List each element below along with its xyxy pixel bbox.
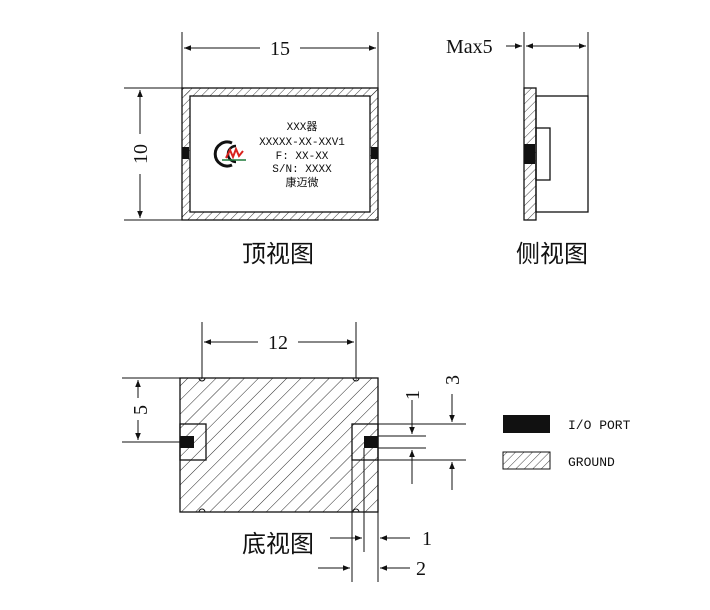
ground-swatch-border xyxy=(502,451,551,470)
port-size-dim: 1 xyxy=(402,390,424,400)
edge-dim-1: 1 xyxy=(422,528,432,550)
corner-notch xyxy=(352,508,360,513)
label-line-5: 康迈微 xyxy=(286,175,319,190)
label-line-2: XXXXX-XX-XXV1 xyxy=(259,137,345,149)
legend-io-port: I/O PORT xyxy=(568,418,631,433)
top-height-dim: 10 xyxy=(130,144,152,164)
top-right-port xyxy=(371,147,378,159)
cover-plate xyxy=(189,95,371,213)
bottom-height-dim: 5 xyxy=(130,405,152,415)
company-logo-icon xyxy=(213,140,246,168)
bottom-wall-hatch xyxy=(182,212,378,220)
legend: I/O PORT GROUND xyxy=(502,415,631,470)
port-window-dim: 3 xyxy=(442,375,464,385)
top-wall-hatch xyxy=(182,88,378,96)
side-view-caption: 侧视图 xyxy=(516,240,588,268)
ground-plane-hatch xyxy=(180,378,378,512)
side-view: Max5 侧视图 xyxy=(446,32,589,268)
label-line-1: XXX器 xyxy=(287,120,318,134)
bottom-view-caption: 底视图 xyxy=(242,530,314,558)
corner-notch xyxy=(352,377,360,382)
side-boss xyxy=(535,127,551,181)
top-view-caption: 顶视图 xyxy=(242,240,314,268)
bottom-view: 12 5 1 3 1 2 底视图 xyxy=(122,322,466,582)
bottom-width-dim: 12 xyxy=(268,332,288,354)
side-thickness-dim: Max5 xyxy=(446,36,493,58)
top-view: XXX器 XXXXX-XX-XXV1 F: XX-XX S/N: XXXX 康迈… xyxy=(124,32,379,268)
side-body xyxy=(535,95,589,213)
ground-swatch xyxy=(503,452,550,469)
label-line-3: F: XX-XX xyxy=(276,151,329,163)
left-io-port xyxy=(180,436,194,448)
io-port-swatch xyxy=(503,415,550,433)
side-port xyxy=(524,144,535,164)
top-width-dim: 15 xyxy=(270,38,290,60)
corner-notch xyxy=(198,377,206,382)
edge-dim-2: 2 xyxy=(416,558,426,580)
label-line-4: S/N: XXXX xyxy=(272,164,332,176)
legend-ground: GROUND xyxy=(568,455,615,470)
top-left-port xyxy=(182,147,189,159)
corner-notch xyxy=(198,508,206,513)
right-io-port xyxy=(364,436,378,448)
